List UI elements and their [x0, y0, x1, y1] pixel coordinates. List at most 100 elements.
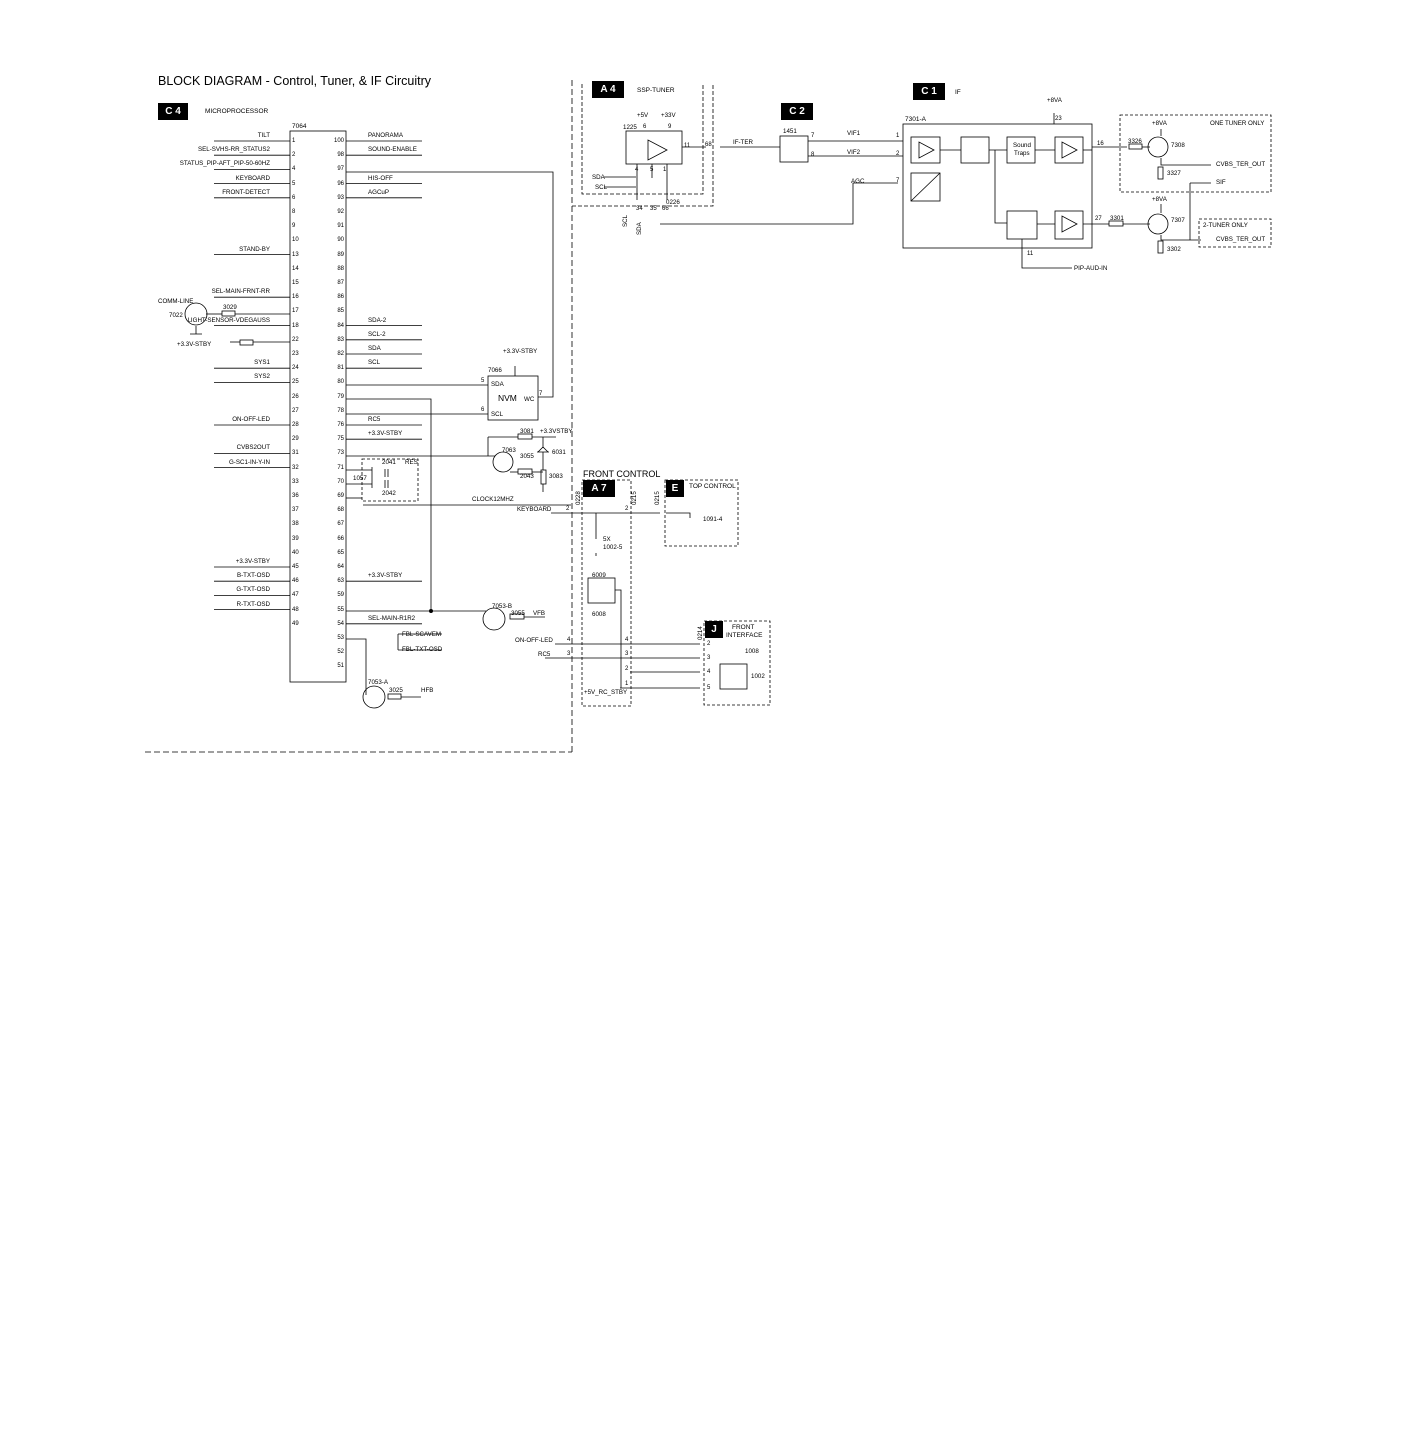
mcu-right-pin-number: 84: [337, 322, 344, 329]
mcu-ref: 7064: [292, 123, 307, 130]
mcu-right-pin-number: 64: [337, 564, 344, 570]
block-name-front-line2: INTERFACE: [726, 632, 763, 639]
mcu-left-pin-number: 32: [292, 464, 299, 471]
label-6009: 6009: [592, 572, 606, 579]
label-sound: Sound: [1013, 142, 1031, 149]
mcu-left-signal: SYS1: [254, 359, 270, 367]
label-3029: 3029: [223, 304, 237, 311]
mcu-left-pin-number: 25: [292, 379, 299, 386]
label-7307: 7307: [1171, 217, 1185, 224]
fc-pin-4-b: 4: [625, 637, 629, 643]
label-tuner-ref: 1225: [623, 124, 637, 131]
label-comm-line: COMM-LINE: [158, 298, 194, 305]
label-5x: 5X: [603, 536, 611, 543]
filter-pin-7: 7: [811, 133, 815, 139]
mcu-right-pin-number: 53: [337, 635, 344, 641]
mcu-left-signal: B-TXT-OSD: [236, 572, 270, 580]
label-vif2: VIF2: [847, 149, 861, 156]
mcu-left-pin-number: 6: [292, 194, 296, 201]
mcu-right-pin-number: 75: [337, 436, 344, 443]
label-6008: 6008: [592, 611, 606, 618]
mcu-right-pin-number: 59: [337, 592, 344, 599]
fc-pin-2-b: 2: [625, 506, 629, 512]
label-nvm-scl: SCL: [491, 411, 504, 418]
label-1002: 1002: [751, 673, 765, 680]
label-scl-vertical: SCL: [622, 214, 629, 227]
pin-68: 68: [705, 142, 712, 148]
label-nvm-name: NVM: [498, 393, 517, 403]
mcu-left-pin-number: 37: [292, 507, 299, 514]
mcu-left-pin-number: 23: [292, 351, 299, 357]
pin-66: 66: [662, 206, 669, 212]
mcu-left-signal: SEL-MAIN-FRNT-RR: [211, 288, 270, 296]
ji-pin-5: 5: [707, 685, 711, 691]
label-nvm-sda: SDA: [491, 381, 504, 388]
label-3327: 3327: [1167, 170, 1181, 177]
diagram-title: BLOCK DIAGRAM - Control, Tuner, & IF Cir…: [158, 74, 431, 88]
mcu-left-signal: G-TXT-OSD: [236, 586, 270, 594]
mcu-right-pin-number: 87: [337, 280, 344, 286]
nvm-pin-6: 6: [481, 407, 485, 413]
mcu-left-pin-number: 5: [292, 180, 296, 187]
pin-35: 35: [650, 206, 657, 212]
label-0226: 0226: [666, 199, 680, 206]
mcu-left-pin-number: 13: [292, 251, 299, 258]
mcu-left-signal: STAND-BY: [239, 245, 270, 253]
mcu-right-pin-number: 68: [337, 507, 344, 514]
label-sda-vertical: SDA: [636, 222, 643, 235]
mcu-left-signal: SEL-SVHS-RR_STATUS2: [198, 146, 270, 154]
mcu-right-pin-number: 69: [337, 493, 344, 499]
mcu-right-pin-number: 100: [333, 138, 344, 144]
mcu-right-pin-number: 82: [337, 351, 344, 357]
mcu-left-pin-number: 29: [292, 436, 299, 443]
mcu-left-signal: ON-OFF-LED: [232, 416, 270, 423]
label-fbl-txt-osd: FBL-TXT-OSD: [402, 646, 443, 653]
mcu-left-pin-number: 40: [292, 549, 299, 556]
mcu-right-signal: PANORAMA: [368, 132, 403, 139]
mcu-left-pin-number: 1: [292, 138, 296, 144]
mcu-right-signal: +3.3V-STBY: [368, 430, 403, 438]
mcu-right-pin-number: 54: [337, 620, 344, 627]
if-pin-16: 16: [1097, 141, 1104, 147]
mcu-right-pin-number: 86: [337, 294, 344, 301]
mcu-right-pin-number: 55: [337, 606, 344, 613]
pin-34: 34: [636, 206, 643, 212]
mcu-left-signal: R-TXT-OSD: [236, 600, 270, 608]
mcu-left-pin-number: 26: [292, 393, 299, 400]
label-pip-aud-in: PIP-AUD-IN: [1074, 265, 1108, 272]
mcu-left-pin-number: 17: [292, 308, 299, 315]
mcu-right-pin-number: 93: [337, 194, 344, 201]
mcu-left-signal: G-SC1-IN-Y-IN: [228, 458, 270, 466]
label-if-ter: IF-TER: [733, 139, 753, 146]
label-1008: 1008: [745, 648, 759, 655]
label-tuner-sda: SDA: [592, 174, 605, 181]
block-tag-c2: C 2: [781, 103, 813, 120]
mcu-right-pin-number: 92: [337, 209, 344, 215]
mcu-left-pin-number: 16: [292, 294, 299, 301]
mcu-right-signal: SEL-MAIN-R1R2: [368, 614, 416, 622]
mcu-left-signal: LIGHT-SENSOR-VDEGAUSS: [187, 316, 270, 324]
mcu-right-pin-number: 80: [337, 379, 344, 386]
tuner-pin-1: 1: [663, 167, 667, 173]
label-tuner-5v: +5V: [637, 112, 649, 119]
label-2042: 2042: [382, 490, 396, 497]
mcu-right-pin-number: 67: [337, 521, 344, 528]
mcu-left-pin-number: 33: [292, 478, 299, 485]
tuner-pin-6: 6: [643, 124, 647, 130]
mcu-left-signal: FRONT-DETECT: [222, 188, 270, 196]
fc-pin-2-c: 2: [625, 666, 629, 672]
label-one-tuner-only: ONE TUNER ONLY: [1210, 120, 1265, 127]
label-1057: 1057: [353, 475, 367, 482]
label-0215-a: 0215: [631, 491, 638, 505]
if-ref: 7301-A: [905, 116, 926, 123]
filter-pin-8: 8: [811, 152, 815, 158]
mcu-right-signal: HIS-OFF: [368, 174, 393, 182]
label-8va-top: +8VA: [1047, 97, 1062, 104]
label-3326: 3326: [1128, 138, 1142, 145]
label-3083: 3083: [549, 473, 563, 480]
block-tag-c1: C 1: [913, 83, 945, 100]
block-name-microprocessor: MICROPROCESSOR: [205, 108, 269, 115]
mcu-right-pin-number: 91: [337, 223, 344, 230]
mcu-left-pin-number: 27: [292, 407, 299, 414]
